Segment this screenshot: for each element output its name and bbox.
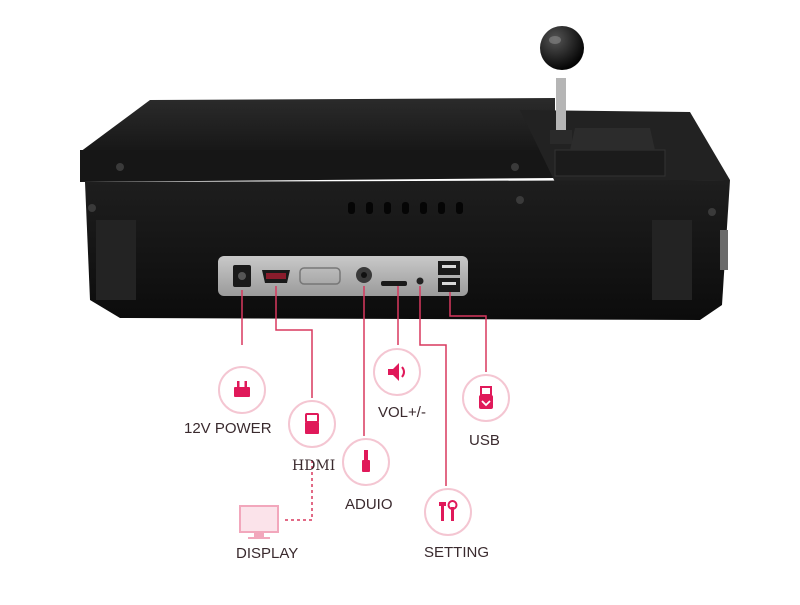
- hdmi-connector-icon: [288, 400, 336, 448]
- device-lid: [80, 98, 730, 182]
- display-label: DISPLAY: [236, 545, 299, 562]
- device-body: [85, 163, 730, 320]
- callout-lines: [241, 286, 487, 521]
- power-label: 12V POWER: [184, 420, 272, 437]
- setting-label: SETTING: [424, 544, 490, 561]
- usb-label: USB: [469, 432, 500, 449]
- hdmi-label: HDMI: [292, 458, 336, 474]
- monitor-icon: [236, 502, 284, 542]
- audio-label: ADUIO: [345, 496, 393, 513]
- vol-label: VOL+/-: [378, 404, 426, 421]
- joystick: [540, 26, 584, 144]
- power-adapter-icon: [218, 366, 266, 414]
- usb-connector-icon: [462, 374, 510, 422]
- audio-jack-icon: [342, 438, 390, 486]
- tools-icon: [424, 488, 472, 536]
- speaker-volume-icon: [373, 348, 421, 396]
- port-panel: [218, 256, 468, 296]
